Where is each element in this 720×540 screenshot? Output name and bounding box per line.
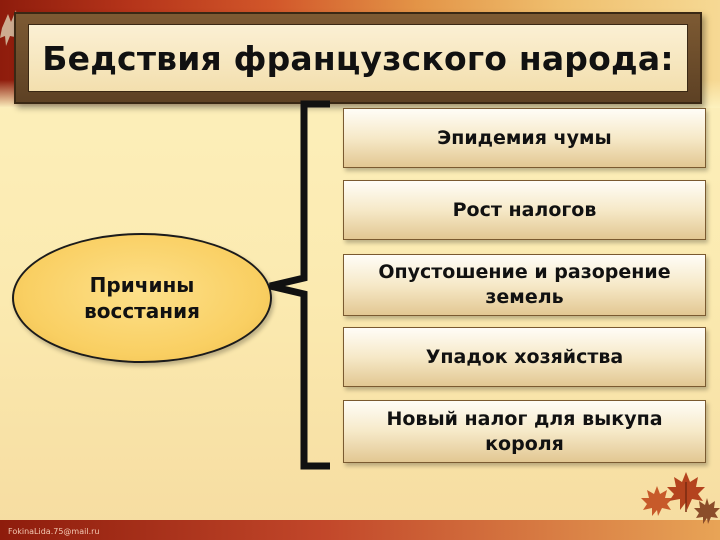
cause-box: Новый налог для выкупа короля [343,400,706,463]
cause-label: Эпидемия чумы [437,126,612,149]
grouping-brace [269,100,330,470]
maple-leaf-icon [667,472,705,512]
cause-box: Эпидемия чумы [343,108,706,168]
page-title: Бедствия французского народа: [42,38,674,78]
title-banner: Бедствия французского народа: [14,12,702,104]
cause-box: Опустошение и разорение земель [343,254,706,316]
cause-box: Рост налогов [343,180,706,240]
cause-label: Рост налогов [452,198,597,221]
maple-leaf-icon [641,486,673,516]
title-panel: Бедствия французского народа: [28,24,688,92]
causes-oval-label: Причины восстания [84,273,200,323]
bottom-decor-band [0,520,720,540]
cause-label: Упадок хозяйства [425,345,624,368]
cause-label: Опустошение и разорение земель [378,261,671,308]
maple-leaf-icon [694,498,720,524]
causes-oval: Причины восстания [12,233,272,363]
watermark: FokinaLida.75@mail.ru [8,527,100,536]
cause-label: Новый налог для выкупа короля [386,407,663,455]
cause-box: Упадок хозяйства [343,327,706,387]
